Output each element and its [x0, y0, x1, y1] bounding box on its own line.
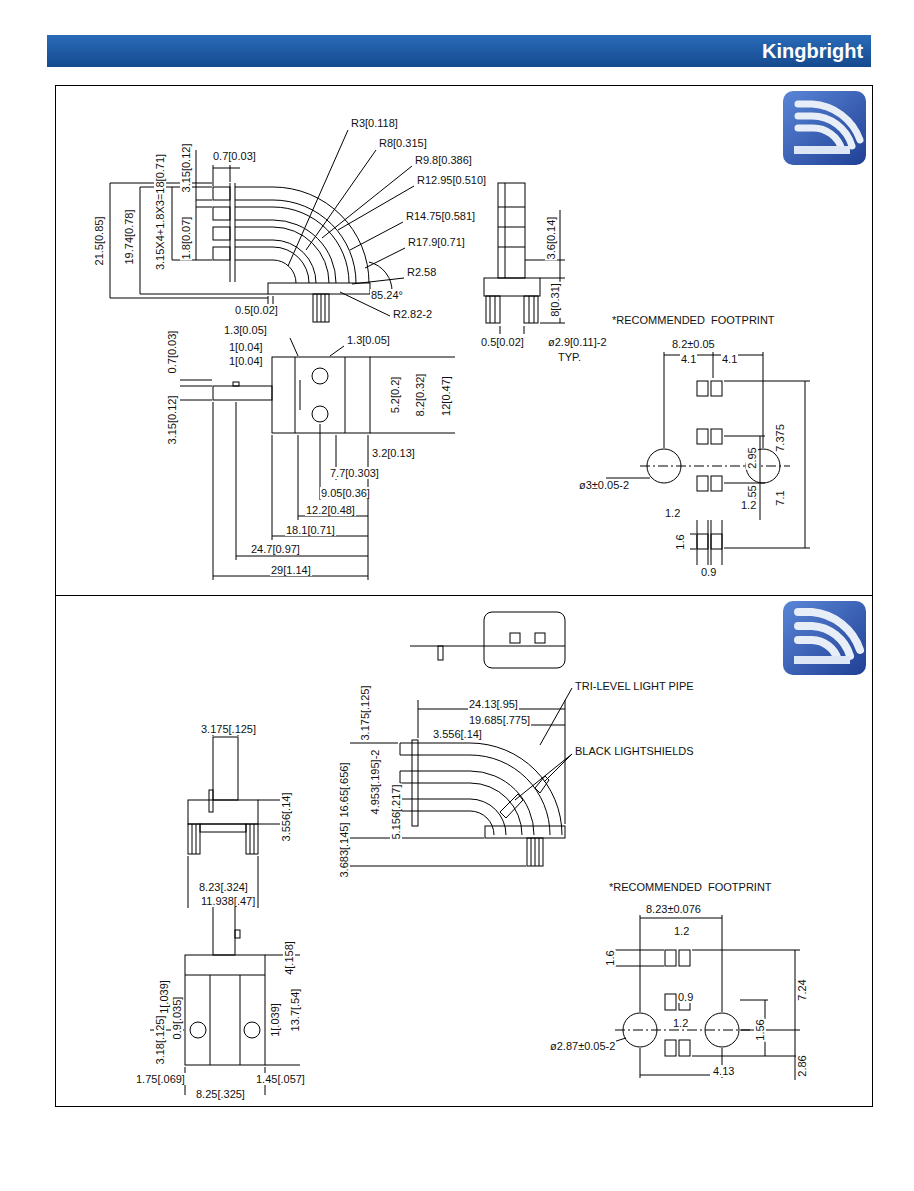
- dimension-label: 3.556[.14]: [432, 728, 483, 740]
- dimension-label: 0.9: [677, 991, 694, 1003]
- dimension-label: 3.15[0.12]: [180, 143, 192, 194]
- dimension-label: TRI-LEVEL LIGHT PIPE: [574, 680, 695, 692]
- product-icon: [783, 601, 866, 675]
- dimension-label: 7.1: [774, 489, 786, 506]
- dimension-label: 1.75[.069]: [135, 1073, 186, 1085]
- dimension-label: 3.18[.125]: [154, 1015, 166, 1066]
- dimension-label: 1.6: [604, 949, 616, 966]
- dimension-label: 3.556[.14]: [280, 792, 292, 843]
- dimension-label: 24.13[.95]: [468, 698, 519, 710]
- dimension-label: 3.15[0.12]: [166, 395, 178, 446]
- dimension-label: 1.45[.057]: [255, 1073, 306, 1085]
- dimension-label: R14.75[0.581]: [405, 210, 476, 222]
- dimension-label: 1.3[0.05]: [223, 324, 268, 336]
- dimension-label: R2.58: [406, 266, 437, 278]
- dimension-label: 1.2: [672, 1017, 689, 1029]
- dimension-label: 0.9[.035]: [171, 996, 183, 1041]
- dimension-label: 1[0.04]: [228, 341, 264, 353]
- dimension-label: 85.24°: [370, 289, 404, 301]
- dimension-label: 8.2[0.32]: [414, 373, 426, 418]
- dimension-label: 1.56: [754, 1018, 766, 1041]
- dimension-label: 1.8[0.07]: [180, 216, 192, 261]
- dimension-label: 0.5[0.02]: [234, 304, 279, 316]
- dimension-label: R9.8[0.386]: [414, 154, 473, 166]
- dimension-label: 8.23±0.076: [645, 903, 702, 915]
- dimension-label: 3.175[.125]: [200, 723, 257, 735]
- dimension-label: ø3±0.05-2: [578, 479, 630, 491]
- dimension-label: 1.2: [740, 499, 757, 511]
- dimension-label: 18.1[0.71]: [285, 524, 336, 536]
- dimension-label: 8[0.31]: [549, 282, 561, 318]
- dimension-label: 0.5[0.02]: [480, 336, 525, 348]
- dimension-label: 9.05[0.36]: [320, 487, 371, 499]
- dimension-label: 24.7[0.97]: [250, 543, 301, 555]
- dimension-label: R12.95[0.510]: [416, 174, 487, 186]
- dimension-label: 0.9: [700, 566, 717, 578]
- dimension-label: 3.175[.125]: [359, 684, 371, 741]
- dimension-label: 7.7[0.303]: [329, 467, 380, 479]
- dimension-label: 7.24: [796, 978, 808, 1001]
- dimension-label: 1[.039]: [269, 1002, 281, 1038]
- dimension-label: 3.6[0.14]: [545, 216, 557, 261]
- dimension-label: 4.13: [712, 1065, 735, 1077]
- dimension-label: 0.7[0.03]: [166, 330, 178, 375]
- dimension-label: ø2.87±0.05-2: [549, 1040, 616, 1052]
- dimension-label: 1.6: [674, 533, 686, 550]
- dimension-label: R17.9[0.71]: [407, 236, 466, 248]
- dimension-label: 3.2[0.13]: [371, 447, 416, 459]
- dimension-label: 13.7[.54]: [289, 988, 301, 1033]
- dimension-label: 8.25[.325]: [195, 1088, 246, 1100]
- dimension-label: *RECOMMENDED FOOTPRINT: [608, 881, 773, 893]
- dimension-label: BLACK LIGHTSHIELDS: [574, 745, 695, 757]
- dimension-label: 21.5[0.85]: [93, 216, 105, 267]
- dimension-label: 19.74[0.78]: [123, 208, 135, 265]
- dimension-label: 1[0.04]: [228, 355, 264, 367]
- dimension-label: 12[0.47]: [440, 375, 452, 417]
- dimension-label: R8[0.315]: [378, 137, 428, 149]
- dimension-label: 11.938[.47]: [200, 895, 256, 907]
- dimension-label: 8.2±0.05: [671, 338, 716, 350]
- product-icon: [783, 91, 866, 165]
- dimension-label: 4.1: [680, 353, 697, 365]
- dimension-label: 5.156[.217]: [390, 783, 402, 840]
- dimension-label: 0.7[0.03]: [212, 150, 257, 162]
- dimension-label: 5.2[0.2]: [389, 376, 401, 415]
- dimension-label: 3.15X4+1.8X3=18[0.71]: [154, 153, 166, 271]
- brand-logo: Kingbright: [762, 39, 863, 63]
- dimension-label: 2.86: [796, 1054, 808, 1077]
- dimension-label: 19.685[.775]: [468, 714, 531, 726]
- header-bar: [47, 35, 871, 67]
- dimension-label: 4.953[.195]-2: [369, 749, 381, 816]
- dimension-label: 29[1.14]: [270, 564, 312, 576]
- dimension-label: 1.2: [673, 925, 690, 937]
- dimension-label: 2.95: [746, 446, 758, 469]
- dimension-label: 4[.158]: [283, 940, 295, 976]
- dimension-label: 12.2[0.48]: [305, 504, 356, 516]
- dimension-label: TYP.: [557, 351, 582, 363]
- dimension-label: 1.3[0.05]: [346, 334, 391, 346]
- dimension-label: *RECOMMENDED FOOTPRINT: [611, 314, 776, 326]
- dimension-label: R3[0.118]: [350, 117, 399, 129]
- dimension-label: 3.683[.145]: [338, 821, 350, 878]
- dimension-label: R2.82-2: [392, 308, 433, 320]
- dimension-label: 16.65[.656]: [338, 761, 350, 818]
- dimension-label: 4.1: [721, 353, 738, 365]
- dimension-label: 8.23[.324]: [198, 881, 249, 893]
- dimension-label: ø2.9[0.11]-2: [547, 336, 608, 348]
- dimension-label: 1.2: [664, 507, 681, 519]
- dimension-label: 7.375: [774, 423, 786, 453]
- dimension-label: 1[.039]: [158, 979, 170, 1015]
